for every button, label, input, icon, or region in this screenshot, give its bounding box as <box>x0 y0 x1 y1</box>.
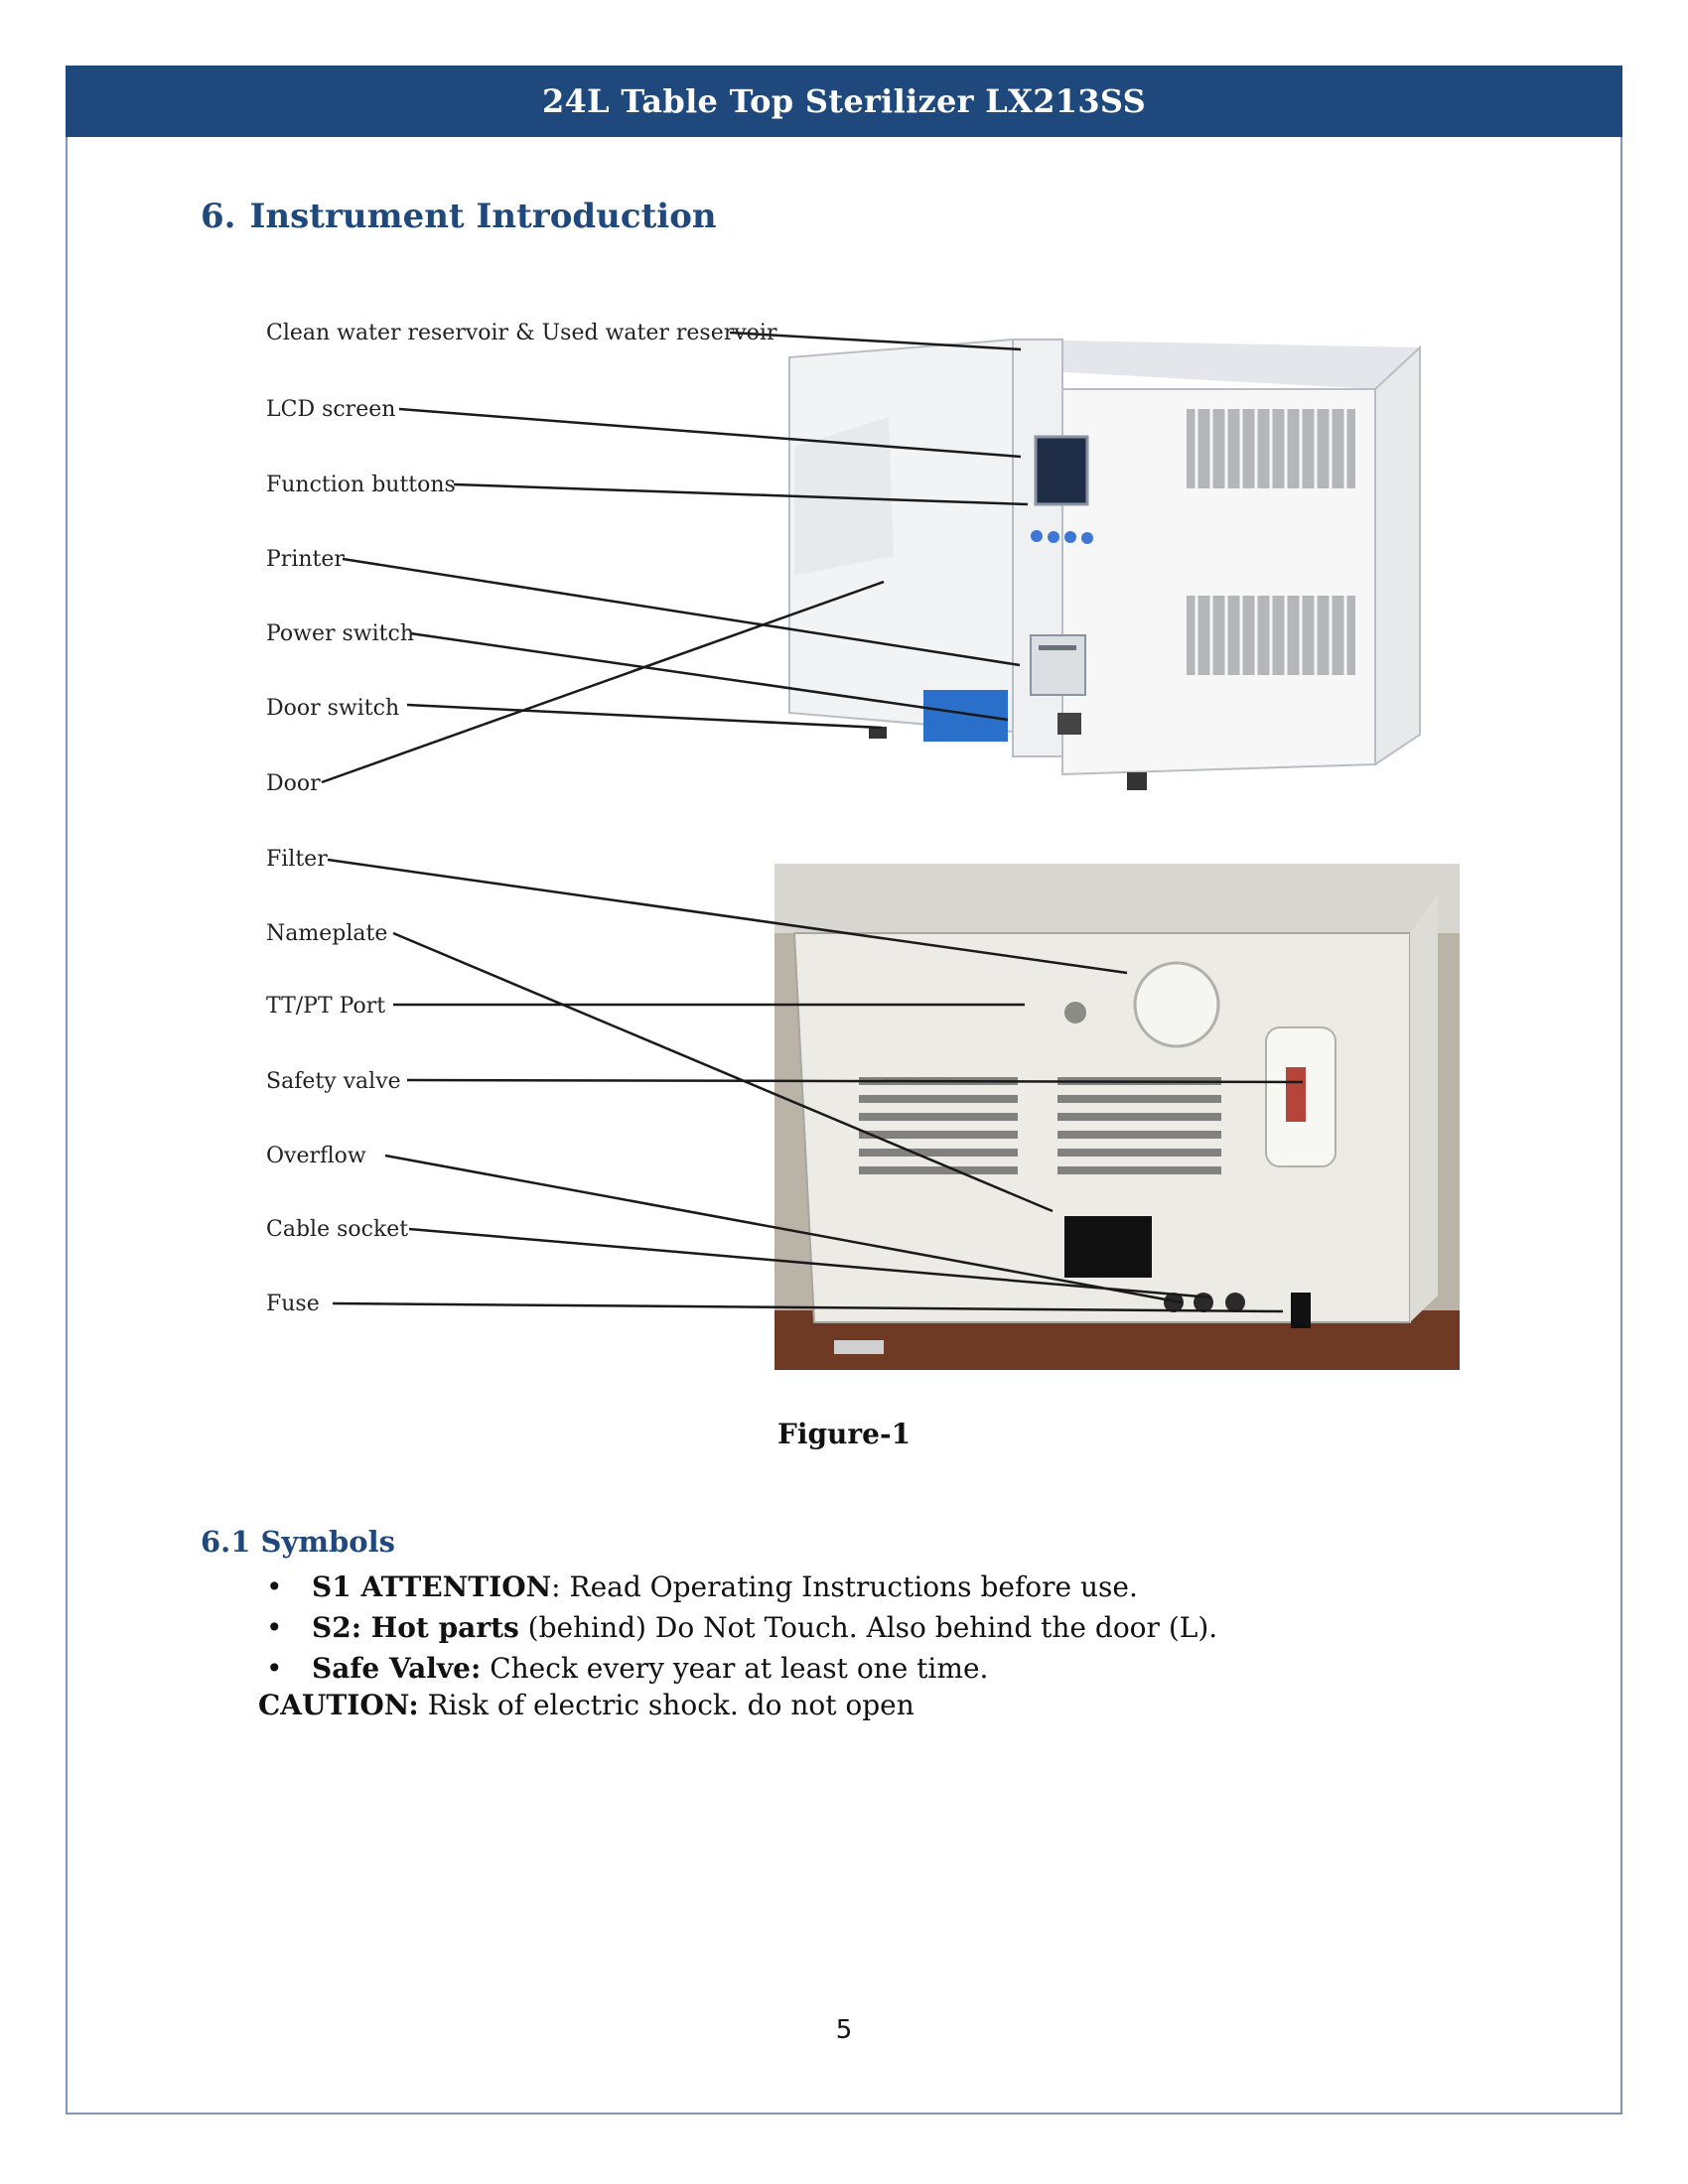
symbol-item: • Safe Valve: Check every year at least o… <box>260 1648 1217 1689</box>
callout-leader-lines <box>321 331 1304 1313</box>
bullet-icon: • <box>266 1611 283 1644</box>
label-lcd-screen: LCD screen <box>266 397 395 422</box>
symbol-item: • S1 ATTENTION: Read Operating Instructio… <box>260 1567 1217 1607</box>
bullet-icon: • <box>266 1652 283 1685</box>
front-view-image <box>788 338 1421 790</box>
callout-labels: Clean water reservoir & Used water reser… <box>266 321 777 1316</box>
caution-text: Risk of electric shock. do not open <box>418 1689 914 1721</box>
symbol-item-text: Check every year at least one time. <box>481 1652 989 1685</box>
figure-caption: Figure-1 <box>776 1418 912 1450</box>
section-number: 6. <box>201 197 236 236</box>
label-nameplate: Nameplate <box>266 921 387 946</box>
symbols-heading: 6.1 Symbols <box>201 1525 395 1559</box>
back-view-image <box>774 864 1460 1370</box>
label-door: Door <box>266 771 321 796</box>
bullet-icon: • <box>266 1570 283 1603</box>
label-fuse: Fuse <box>266 1292 320 1316</box>
symbol-item-term: S1 ATTENTION <box>312 1570 552 1603</box>
symbols-list: • S1 ATTENTION: Read Operating Instructio… <box>260 1567 1217 1689</box>
section-heading: 6. Instrument Introduction <box>201 197 717 236</box>
symbol-item-term: S2: Hot parts <box>312 1611 519 1644</box>
header-title: 24L Table Top Sterilizer LX213SS <box>541 82 1147 120</box>
label-function-buttons: Function buttons <box>266 473 456 497</box>
label-filter: Filter <box>266 847 328 872</box>
symbol-item-term: Safe Valve: <box>312 1652 482 1685</box>
label-door-switch: Door switch <box>266 696 399 721</box>
symbol-item-text: (behind) Do Not Touch. Also behind the d… <box>518 1611 1218 1644</box>
caution-note: CAUTION: Risk of electric shock. do not … <box>258 1689 914 1721</box>
sterilizer-figure: Clean water reservoir & Used water reser… <box>258 298 1470 1390</box>
label-tt-pt-port: TT/PT Port <box>266 994 385 1019</box>
symbol-item-text: : Read Operating Instructions before use… <box>551 1570 1138 1603</box>
label-safety-valve: Safety valve <box>266 1069 401 1094</box>
symbol-item: • S2: Hot parts (behind) Do Not Touch. Al… <box>260 1607 1217 1648</box>
label-printer: Printer <box>266 547 345 572</box>
caution-label: CAUTION: <box>258 1689 419 1721</box>
label-cable-socket: Cable socket <box>266 1217 408 1242</box>
label-overflow: Overflow <box>266 1144 366 1168</box>
page-number: 5 <box>835 2015 853 2045</box>
section-title: Instrument Introduction <box>249 197 717 236</box>
label-power-switch: Power switch <box>266 621 414 646</box>
figure-svg: Clean water reservoir & Used water reser… <box>266 321 1460 1370</box>
header-bar: 24L Table Top Sterilizer LX213SS <box>66 66 1622 137</box>
label-water-reservoir: Clean water reservoir & Used water reser… <box>266 321 777 345</box>
